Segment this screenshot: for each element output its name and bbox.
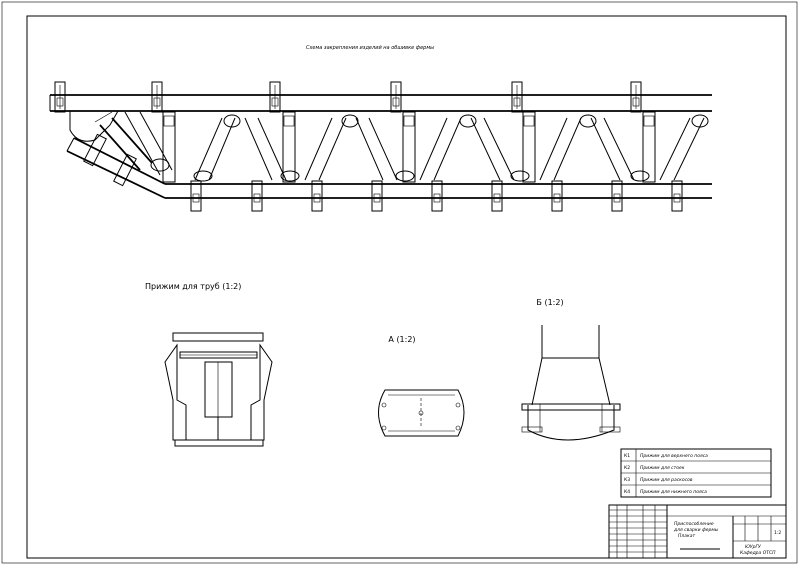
title-dept: Кафедра ОТСП <box>740 550 776 556</box>
legend-text-4: Прижим для нижнего пояса <box>640 489 707 495</box>
bottom-chord-clamps <box>83 133 683 212</box>
clamp-view-title: Прижим для труб (1:2) <box>145 282 241 291</box>
legend-table: К1 Прижим для верхнего пояса К2 Прижим д… <box>620 448 772 498</box>
view-a <box>378 389 465 437</box>
diagonal-clamps <box>150 114 709 182</box>
legend-code-2: К2 <box>624 465 630 471</box>
legend-text-2: Прижим для стоек <box>640 465 685 471</box>
view-b-title: Б (1:2) <box>536 298 563 307</box>
top-chord-clamps <box>54 81 642 113</box>
title-scale: 1:2 <box>774 530 781 536</box>
truss-diagonals <box>99 111 705 181</box>
title-name-line3: Плакат <box>678 533 695 539</box>
view-a-title: А (1:2) <box>388 335 415 344</box>
title-org: ЮУрГУ <box>745 544 761 550</box>
legend-text-3: Прижим для раскосов <box>640 477 693 483</box>
view-b <box>521 325 621 441</box>
title-block: Приспособление для сварки фермы Плакат 1… <box>608 504 787 559</box>
legend-code-4: К4 <box>624 489 630 495</box>
legend-code-1: К1 <box>624 453 630 459</box>
truss-view <box>49 81 712 212</box>
legend-text-1: Прижим для верхнего пояса <box>640 453 708 459</box>
legend-code-3: К3 <box>624 477 630 483</box>
drawing-caption: Схема закрепления изделий на обшивке фер… <box>306 45 434 51</box>
inner-frame <box>26 15 787 559</box>
title-name-line2: для сварки фермы <box>673 527 719 533</box>
truss-verticals <box>162 111 656 183</box>
clamp-view <box>164 332 273 447</box>
title-name-line1: Приспособление <box>674 521 714 527</box>
